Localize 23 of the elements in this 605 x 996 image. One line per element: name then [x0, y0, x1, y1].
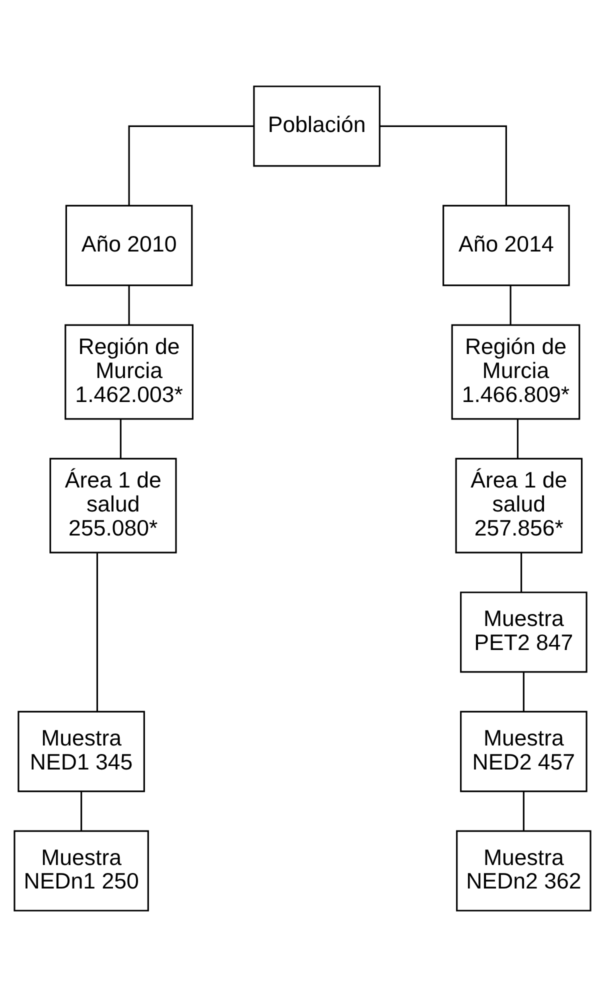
- connector: [80, 791, 82, 830]
- connector: [96, 552, 98, 712]
- node-box: Área 1 de salud 257.856*: [455, 457, 583, 553]
- connector: [128, 285, 130, 324]
- connector: [516, 419, 518, 458]
- node-box: Región de Murcia 1.466.809*: [451, 324, 580, 420]
- connector: [510, 285, 512, 324]
- connector: [120, 419, 122, 458]
- node-box: Región de Murcia 1.462.003*: [64, 324, 194, 420]
- connector: [522, 672, 524, 712]
- connector: [128, 124, 254, 205]
- node-box: Muestra NEDn1 250: [14, 830, 149, 911]
- node-box: Muestra NED2 457: [460, 710, 588, 792]
- node-box: Muestra PET2 847: [460, 591, 588, 672]
- node-box: Población: [253, 85, 380, 166]
- connector: [520, 552, 522, 592]
- node-box: Muestra NED1 345: [18, 710, 145, 792]
- connector: [522, 791, 524, 830]
- node-box: Año 2010: [65, 204, 193, 286]
- node-box: Muestra NEDn2 362: [456, 830, 592, 911]
- node-box: Año 2014: [442, 204, 570, 286]
- node-box: Área 1 de salud 255.080*: [49, 457, 177, 553]
- connector: [380, 124, 507, 205]
